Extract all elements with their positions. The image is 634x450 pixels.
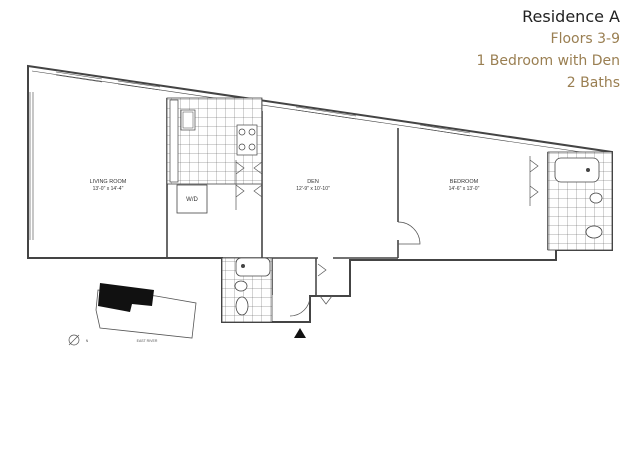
- toilet-icon: [585, 225, 603, 239]
- den-dims: 12'-9" x 10'-10": [296, 186, 330, 192]
- bath-sink-icon: [234, 280, 248, 292]
- toilet-icon: [235, 296, 249, 316]
- bath-count: 2 Baths: [566, 75, 620, 91]
- kitchen: W/D: [166, 97, 263, 214]
- north-arrow-icon: [68, 334, 80, 346]
- floors-range: Floors 3-9: [550, 31, 620, 47]
- washer-dryer-icon: [176, 184, 208, 214]
- entry-arrow-icon: [294, 328, 306, 338]
- closets: [235, 156, 539, 305]
- bathtub-icon: [235, 257, 271, 277]
- key-plan: EAST RIVER N: [68, 283, 197, 346]
- windows: [29, 71, 471, 240]
- bathtub-icon: [554, 157, 600, 183]
- unit-type: 1 Bedroom with Den: [476, 53, 620, 69]
- bedroom-dims: 14'-6" x 13'-0": [449, 186, 480, 192]
- den-name: DEN: [307, 179, 319, 185]
- room-labels: LIVING ROOM 13'-0" x 14'-4" DEN 12'-9" x…: [90, 179, 480, 192]
- living-room-dims: 13'-0" x 14'-4": [93, 186, 124, 192]
- residence-title: Residence A: [522, 7, 620, 26]
- bedroom-name: BEDROOM: [450, 179, 479, 185]
- bath-bedroom: [547, 151, 613, 251]
- cooktop-icon: [236, 124, 258, 156]
- living-room-name: LIVING ROOM: [90, 179, 127, 185]
- sink-icon: [180, 109, 196, 131]
- washer-dryer-label: W/D: [186, 197, 198, 203]
- unit-location-highlight: [98, 283, 154, 312]
- key-plan-street-label: EAST RIVER: [137, 339, 158, 343]
- title-block: Residence A Floors 3-9 1 Bedroom with De…: [476, 6, 620, 94]
- bath-den: [221, 257, 273, 323]
- doors: [289, 221, 421, 317]
- exterior-walls: [27, 64, 613, 323]
- north-label: N: [86, 339, 89, 343]
- bath-sink-icon: [589, 192, 603, 204]
